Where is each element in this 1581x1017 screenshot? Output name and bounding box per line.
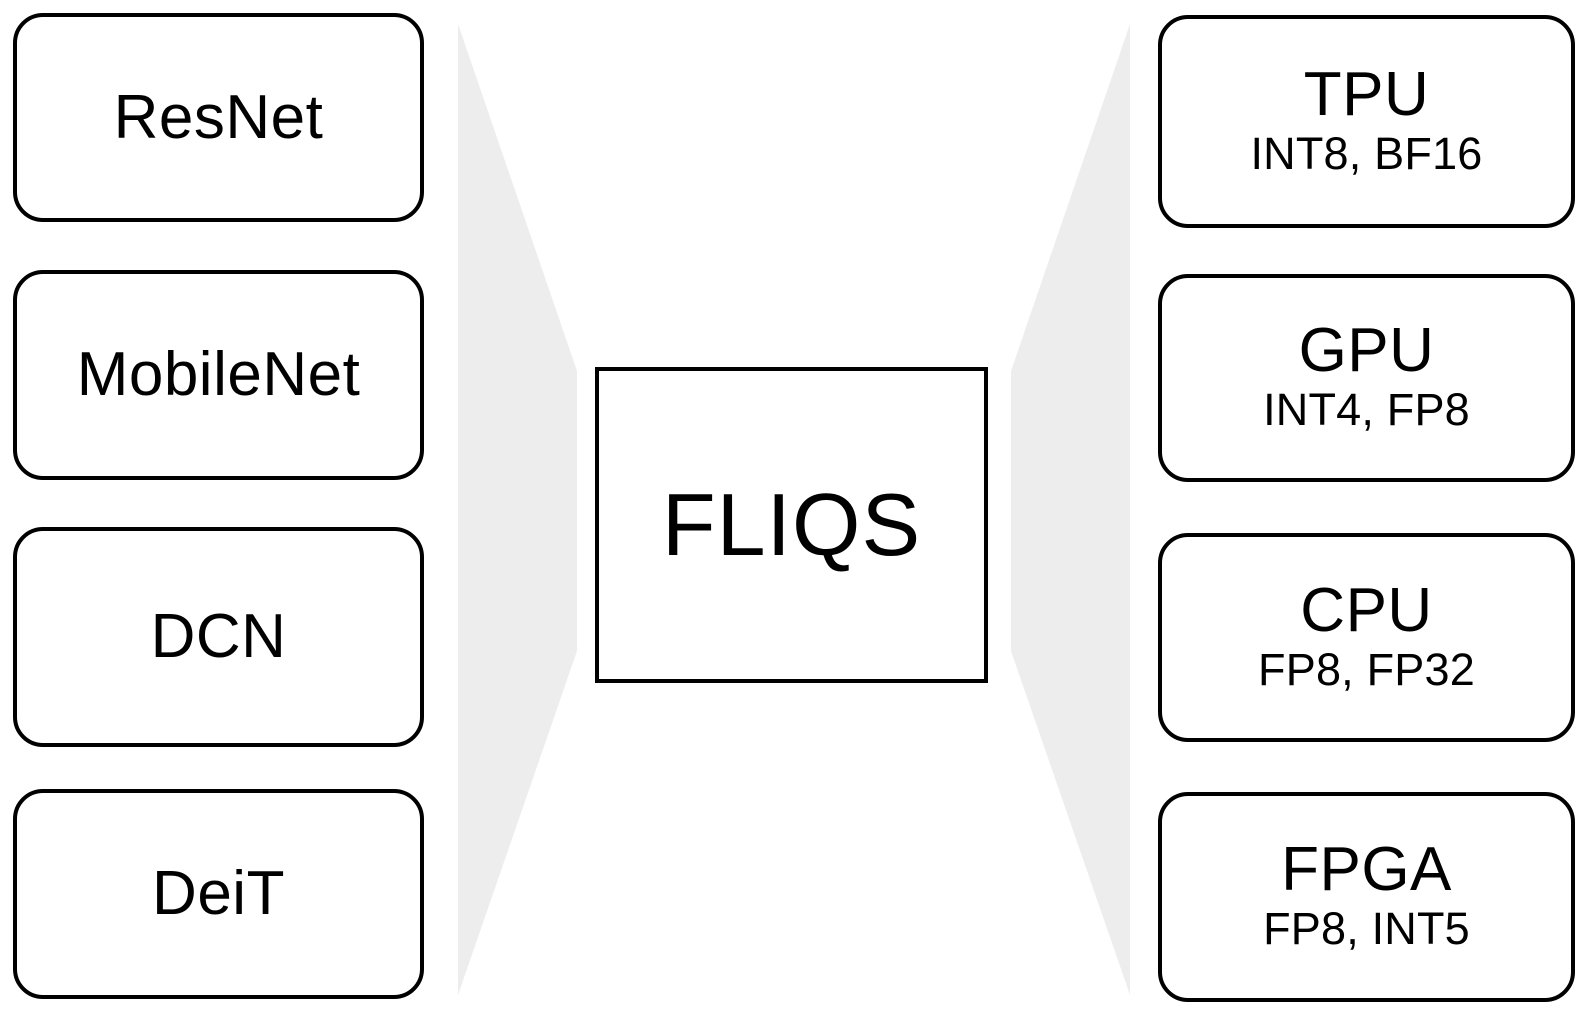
- hardware-node-fpga[interactable]: FPGA FP8, INT5: [1158, 792, 1575, 1002]
- hardware-node-formats: INT8, BF16: [1250, 127, 1483, 179]
- fliqs-node[interactable]: FLIQS: [595, 367, 988, 683]
- model-node-label: DCN: [150, 602, 287, 672]
- model-node-label: ResNet: [113, 82, 324, 152]
- output-funnel-shape: [1011, 24, 1130, 995]
- input-funnel-shape: [458, 24, 577, 995]
- model-node-mobilenet[interactable]: MobileNet: [13, 270, 424, 480]
- hardware-node-gpu[interactable]: GPU INT4, FP8: [1158, 274, 1575, 482]
- hardware-node-label: GPU: [1298, 316, 1435, 386]
- hardware-node-label: FPGA: [1281, 835, 1452, 905]
- model-node-resnet[interactable]: ResNet: [13, 13, 424, 222]
- model-node-label: DeiT: [152, 859, 285, 929]
- hardware-node-label: TPU: [1303, 59, 1430, 129]
- hardware-node-tpu[interactable]: TPU INT8, BF16: [1158, 15, 1575, 228]
- hardware-node-label: CPU: [1300, 575, 1433, 645]
- model-node-deit[interactable]: DeiT: [13, 789, 424, 999]
- hardware-node-formats: FP8, INT5: [1263, 903, 1470, 955]
- fliqs-node-label: FLIQS: [661, 475, 922, 574]
- model-node-dcn[interactable]: DCN: [13, 527, 424, 747]
- hardware-node-formats: INT4, FP8: [1263, 384, 1470, 436]
- model-node-label: MobileNet: [76, 340, 361, 410]
- hardware-node-formats: FP8, FP32: [1258, 643, 1475, 695]
- hardware-node-cpu[interactable]: CPU FP8, FP32: [1158, 533, 1575, 742]
